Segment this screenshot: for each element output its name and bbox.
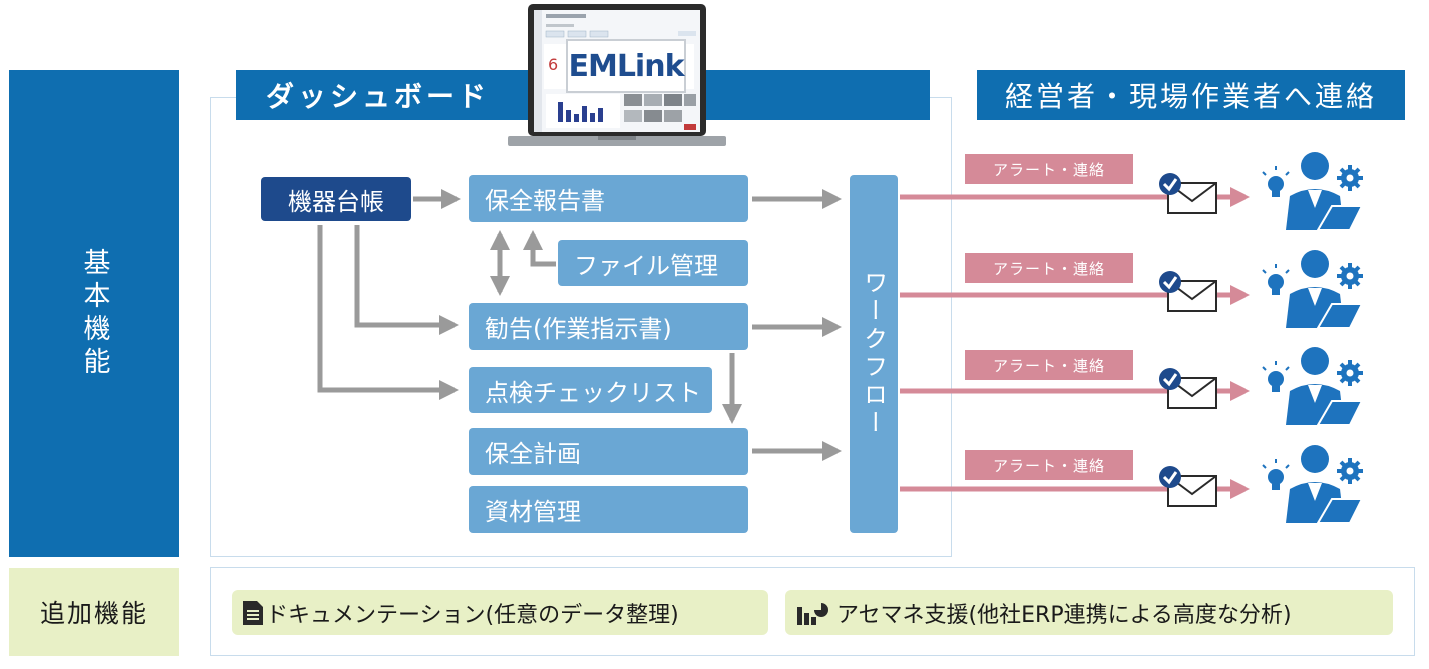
emlink-logo-text: EMLink <box>568 48 684 84</box>
maintenance-report-box: 保全報告書 <box>469 175 748 222</box>
file-management-box: ファイル管理 <box>558 240 748 286</box>
alert-label-4: アラート・連絡 <box>965 450 1133 480</box>
analytics-icon <box>797 602 828 625</box>
alert-label-3: アラート・連絡 <box>965 350 1133 380</box>
contact-header: 経営者・現場作業者へ連絡 <box>977 70 1405 120</box>
asset-management-label: アセマネ支援(他社ERP連携による高度な分析) <box>837 602 1292 628</box>
basic-features-label: 基本機能 <box>9 70 179 557</box>
workflow-box: ワークフロー <box>850 175 898 533</box>
recommendation-box: 勧告(作業指示書) <box>469 303 748 350</box>
person-idea-icon <box>1262 347 1364 426</box>
documentation-feature: ドキュメンテーション(任意のデータ整理) <box>232 590 768 635</box>
inspection-checklist-box: 点検チェックリスト <box>469 367 712 413</box>
alert-label-2: アラート・連絡 <box>965 253 1133 283</box>
additional-features-label: 追加機能 <box>9 568 179 656</box>
documentation-label: ドキュメンテーション(任意のデータ整理) <box>266 602 679 628</box>
svg-text:6: 6 <box>548 55 558 74</box>
alert-label-1: アラート・連絡 <box>965 154 1133 184</box>
asset-management-feature: アセマネ支援(他社ERP連携による高度な分析) <box>785 590 1393 635</box>
mail-check-icon <box>1159 271 1217 312</box>
person-idea-icon <box>1262 445 1364 524</box>
material-management-box: 資材管理 <box>469 486 748 533</box>
person-idea-icon <box>1262 152 1364 231</box>
mail-check-icon <box>1159 466 1217 507</box>
maintenance-plan-box: 保全計画 <box>469 428 748 475</box>
emlink-logo: EMLink <box>566 39 686 93</box>
basic-features-text: 基本機能 <box>78 247 110 380</box>
mail-check-icon <box>1159 173 1217 214</box>
equipment-ledger-box: 機器台帳 <box>261 177 411 221</box>
workflow-label: ワークフロー <box>859 270 888 438</box>
document-icon <box>243 600 263 625</box>
mail-check-icon <box>1159 368 1217 409</box>
person-idea-icon <box>1262 250 1364 329</box>
